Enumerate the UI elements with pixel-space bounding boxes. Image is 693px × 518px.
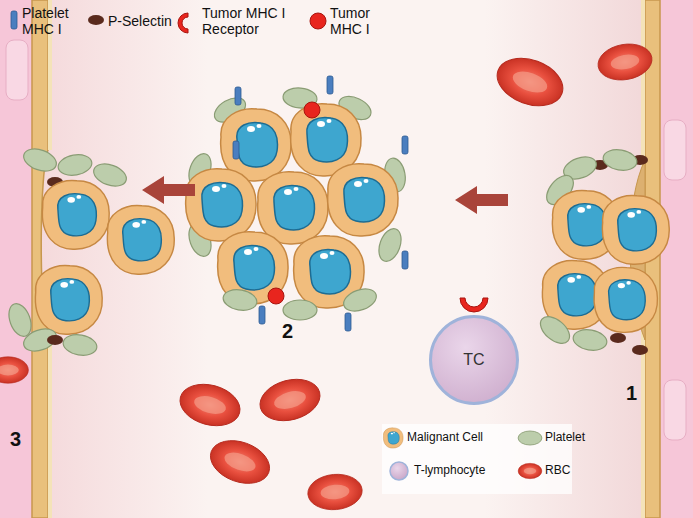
callout-number: 3 [10,428,21,451]
legend-text: Platelet [545,431,605,445]
legend-text: RBC [545,464,605,478]
legend-text: Tumor MHC I [330,5,390,37]
t-cell-circle: TC [429,315,519,405]
callout-number: 1 [626,382,637,405]
legend-text: Tumor MHC I Receptor [202,5,310,37]
legend-text: T-lymphocyte [414,464,514,478]
legend-text: Platelet MHC I [22,5,88,37]
cell-label: TC [463,351,484,369]
callout-number: 2 [282,320,293,343]
legend-text: Malignant Cell [407,431,517,445]
legend-text: P-Selectin [108,13,188,29]
